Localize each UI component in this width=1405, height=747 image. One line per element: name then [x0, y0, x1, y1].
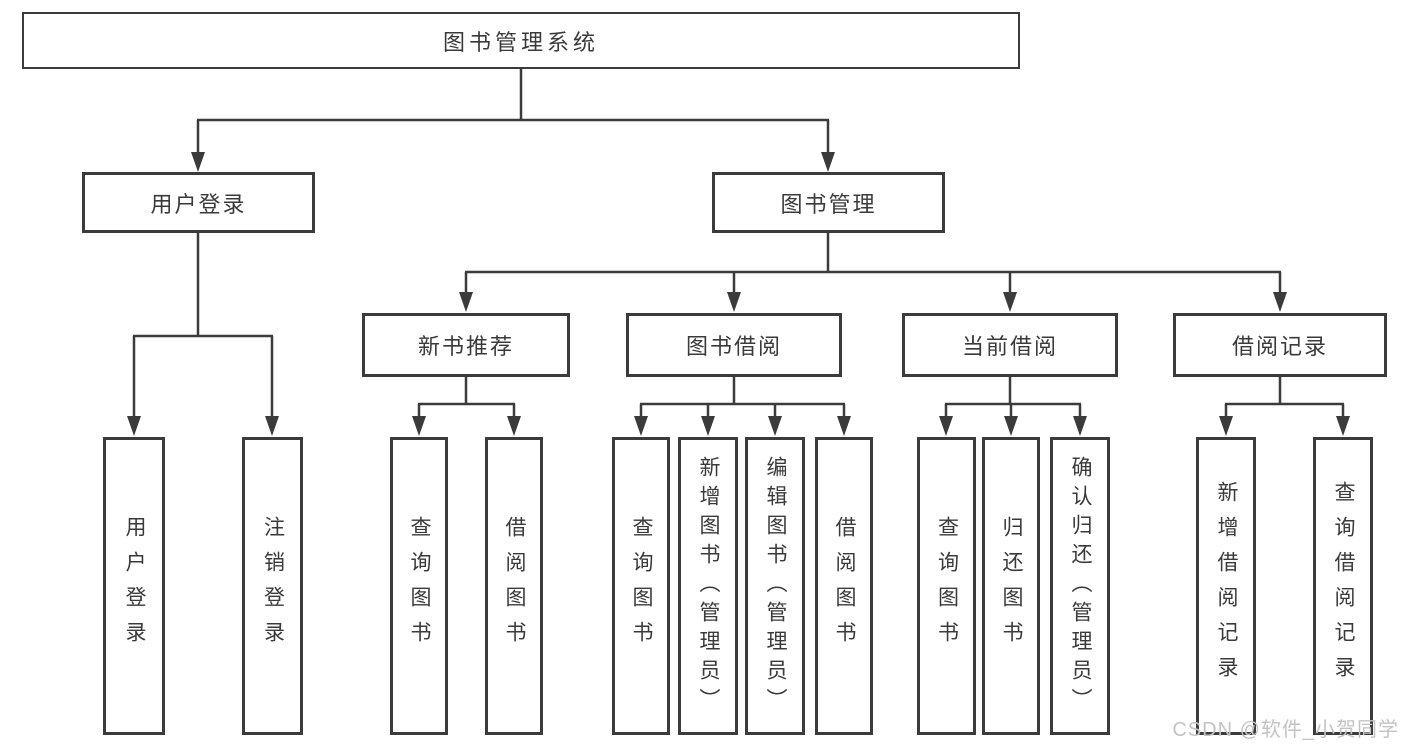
node-leaf-query-books-1: 查询图书 — [390, 437, 448, 735]
node-book-management-branch: 图书管理 — [712, 172, 945, 233]
node-leaf-logout: 注销登录 — [242, 437, 303, 735]
node-leaf-return-books: 归还图书 — [982, 437, 1040, 735]
node-leaf-add-borrow-record: 新增借阅记录 — [1196, 437, 1256, 735]
node-leaf-query-borrow-record: 查询借阅记录 — [1313, 437, 1373, 735]
node-leaf-add-books-admin: 新增图书（管理员） — [678, 437, 738, 735]
node-current-borrowing: 当前借阅 — [902, 313, 1118, 377]
node-borrowing-records: 借阅记录 — [1173, 313, 1387, 377]
node-leaf-user-login: 用户登录 — [103, 437, 165, 735]
node-new-book-recommendation: 新书推荐 — [362, 313, 570, 377]
node-book-borrowing: 图书借阅 — [626, 313, 842, 377]
node-leaf-borrow-books-1: 借阅图书 — [485, 437, 543, 735]
node-leaf-borrow-books-2: 借阅图书 — [815, 437, 873, 735]
node-leaf-query-books-2: 查询图书 — [612, 437, 670, 735]
csdn-watermark: CSDN @软件_小贺同学 — [1172, 719, 1399, 741]
node-leaf-confirm-return-admin: 确认归还（管理员） — [1050, 437, 1110, 735]
node-book-management-system: 图书管理系统 — [22, 12, 1020, 69]
node-leaf-query-books-3: 查询图书 — [917, 437, 976, 735]
node-leaf-edit-books-admin: 编辑图书（管理员） — [745, 437, 805, 735]
node-user-login-branch: 用户登录 — [82, 172, 315, 233]
